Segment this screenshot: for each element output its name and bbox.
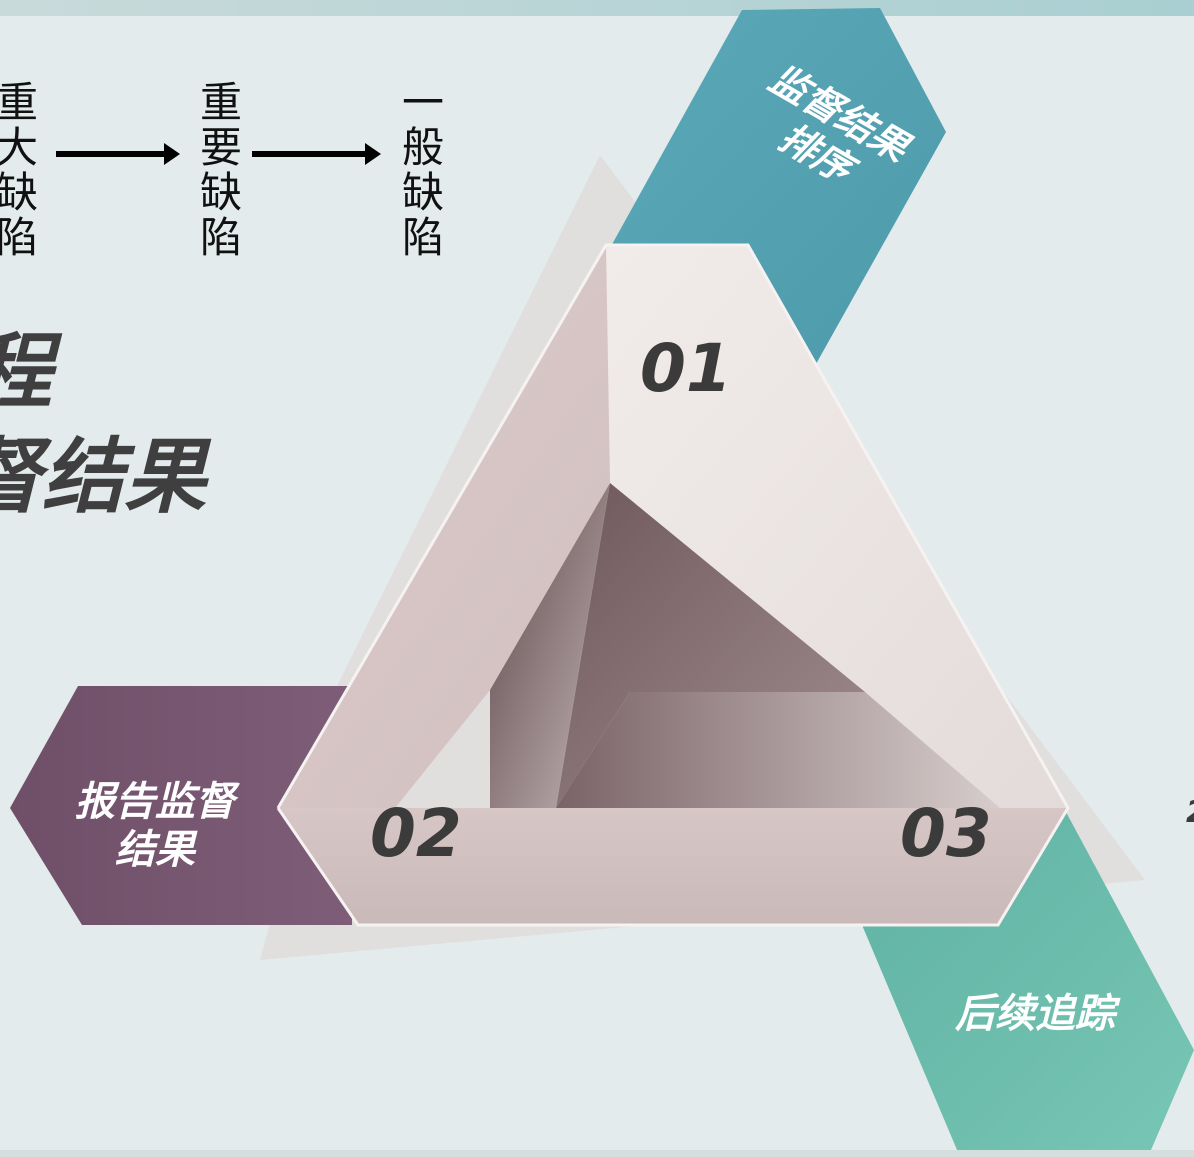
number-01: 01	[640, 330, 732, 407]
number-02: 02	[370, 795, 462, 872]
ribbon-right-label: 后续追踪	[940, 990, 1130, 1038]
top-band	[0, 0, 1194, 16]
inner-face-left	[490, 483, 610, 808]
flow-arrow-1	[56, 143, 180, 165]
bottom-band	[0, 1150, 1194, 1157]
ribbon-left-label: 报告监督 结果	[60, 778, 250, 874]
ribbon-left-line-1: 报告监督	[75, 779, 235, 825]
triangle-bottom-face	[278, 808, 1068, 925]
ribbon-left-line-2: 结果	[115, 827, 195, 873]
ribbon-right	[862, 812, 1194, 1157]
inner-face-right	[556, 483, 865, 808]
ribbon-left	[10, 686, 352, 925]
triangle-outline	[276, 243, 1070, 927]
edge-glyph: 2	[1186, 795, 1194, 830]
ribbon-right-line-1: 后续追踪	[955, 991, 1115, 1037]
flow-step-major-defect: 重大缺陷	[0, 78, 38, 262]
flow-arrow-2	[252, 143, 381, 165]
inner-face-bottom	[556, 692, 1000, 808]
flow-step-important-defect: 重要缺陷	[199, 78, 242, 262]
triangle-right-face	[606, 245, 1068, 808]
title-line-1: 程	[0, 305, 52, 424]
flow-step-general-defect: 一般缺陷	[401, 78, 444, 262]
number-03: 03	[900, 795, 992, 872]
title-line-2: 督结果	[0, 430, 206, 525]
